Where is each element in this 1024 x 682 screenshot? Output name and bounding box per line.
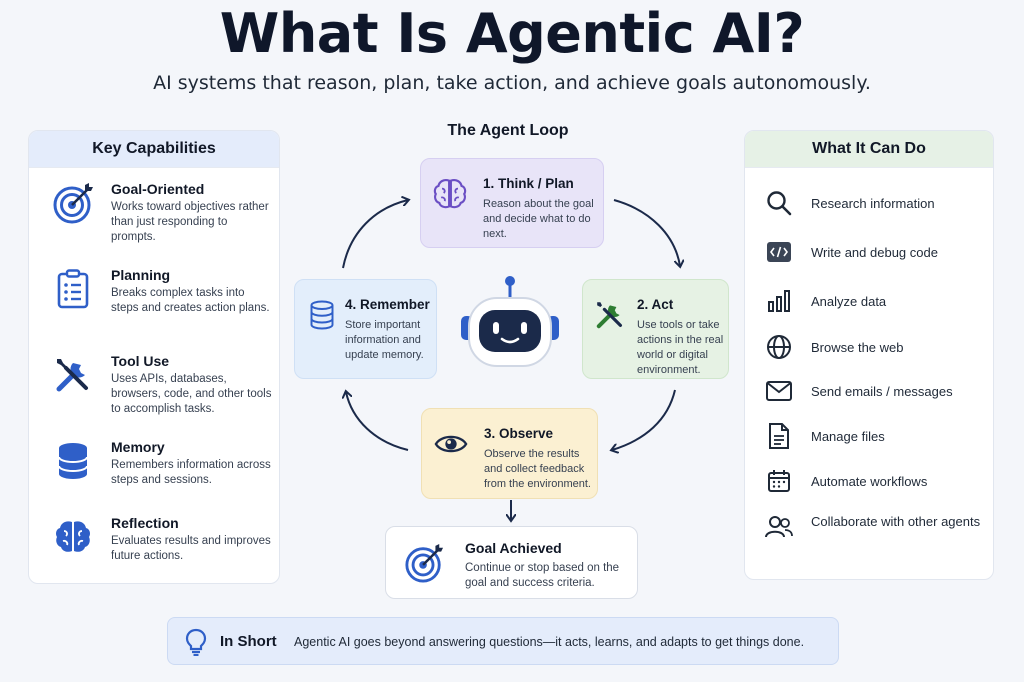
capability-description: Remembers information across steps and s…	[111, 459, 271, 486]
capability-item-collaborate: Collaborate with other agents	[745, 511, 993, 551]
key-capabilities-heading: Key Capabilities	[29, 131, 279, 168]
item-label: Collaborate with other agents	[811, 514, 981, 529]
step-title: 2. Act	[637, 297, 674, 312]
database-icon	[305, 298, 339, 332]
step-description: Observe the results and collect feedback…	[484, 448, 591, 490]
step-description: Store important information and update m…	[345, 319, 424, 361]
file-icon	[765, 422, 793, 450]
brain-icon	[51, 515, 95, 559]
in-short-banner: In Short Agentic AI goes beyond answerin…	[167, 617, 839, 665]
in-short-text: Agentic AI goes beyond answering questio…	[294, 635, 805, 649]
capability-item-browse: Browse the web	[745, 331, 993, 363]
capability-item-code: Write and debug code	[745, 236, 993, 268]
code-icon	[765, 238, 793, 266]
goal-title: Goal Achieved	[465, 540, 562, 556]
capability-description: Works toward objectives rather than just…	[111, 201, 269, 243]
item-label: Manage files	[811, 429, 885, 444]
key-capabilities-panel: Key Capabilities Goal-Oriented Works tow…	[28, 130, 280, 584]
item-label: Send emails / messages	[811, 384, 953, 399]
capability-description: Uses APIs, databases, browsers, code, an…	[111, 373, 272, 415]
page-title: What Is Agentic AI?	[219, 2, 805, 65]
loop-step-observe: 3. Observe Observe the results and colle…	[421, 408, 598, 499]
arrow-observe-to-remember	[346, 392, 409, 451]
item-label: Automate workflows	[811, 474, 928, 489]
capability-item-files: Manage files	[745, 420, 993, 452]
robot-icon	[455, 270, 565, 380]
agent-loop-heading: The Agent Loop	[447, 122, 569, 139]
capability-title: Tool Use	[111, 353, 170, 369]
capability-item-email: Send emails / messages	[745, 375, 993, 407]
goal-description: Continue or stop based on the goal and s…	[465, 562, 620, 589]
calendar-icon	[765, 467, 793, 495]
lightbulb-icon	[182, 628, 210, 656]
loop-step-act: 2. Act Use tools or take actions in the …	[582, 279, 729, 379]
capability-item-automate: Automate workflows	[745, 465, 993, 497]
step-description: Use tools or take actions in the real wo…	[637, 319, 724, 376]
step-title: 4. Remember	[345, 297, 430, 312]
step-description: Reason about the goal and decide what to…	[483, 198, 594, 240]
item-label: Research information	[811, 196, 935, 211]
step-title: 1. Think / Plan	[483, 176, 574, 191]
capability-title: Reflection	[111, 515, 179, 531]
what-it-can-do-panel: What It Can Do Research information Writ…	[744, 130, 994, 580]
page-subtitle: AI systems that reason, plan, take actio…	[153, 72, 871, 94]
arrow-think-to-act	[613, 199, 680, 266]
loop-step-think: 1. Think / Plan Reason about the goal an…	[420, 158, 604, 248]
arrow-act-to-observe	[612, 389, 676, 450]
database-icon	[51, 439, 95, 483]
brain-icon	[433, 177, 467, 211]
item-label: Write and debug code	[811, 245, 938, 260]
clipboard-list-icon	[51, 267, 95, 311]
bar-chart-icon	[765, 287, 793, 315]
target-icon	[402, 541, 446, 585]
mail-icon	[765, 377, 793, 405]
users-icon	[765, 513, 793, 541]
capability-title: Planning	[111, 267, 171, 283]
search-icon	[765, 189, 793, 217]
tools-icon	[51, 353, 95, 397]
capability-description: Evaluates results and improves future ac…	[111, 535, 271, 562]
eye-icon	[434, 427, 468, 461]
step-title: 3. Observe	[484, 426, 554, 441]
capability-item-research: Research information	[745, 187, 993, 219]
globe-icon	[765, 333, 793, 361]
item-label: Browse the web	[811, 340, 904, 355]
capability-description: Breaks complex tasks into steps and crea…	[111, 287, 270, 314]
loop-step-remember: 4. Remember Store important information …	[294, 279, 437, 379]
capability-title: Memory	[111, 439, 165, 455]
arrow-remember-to-think	[342, 200, 408, 269]
capability-title: Goal-Oriented	[111, 181, 205, 197]
goal-achieved-card: Goal Achieved Continue or stop based on …	[385, 526, 638, 599]
tools-icon	[593, 298, 627, 332]
target-icon	[51, 181, 95, 225]
what-it-can-do-heading: What It Can Do	[745, 131, 993, 168]
in-short-label: In Short	[220, 633, 277, 650]
capability-item-analyze: Analyze data	[745, 285, 993, 317]
item-label: Analyze data	[811, 294, 887, 309]
